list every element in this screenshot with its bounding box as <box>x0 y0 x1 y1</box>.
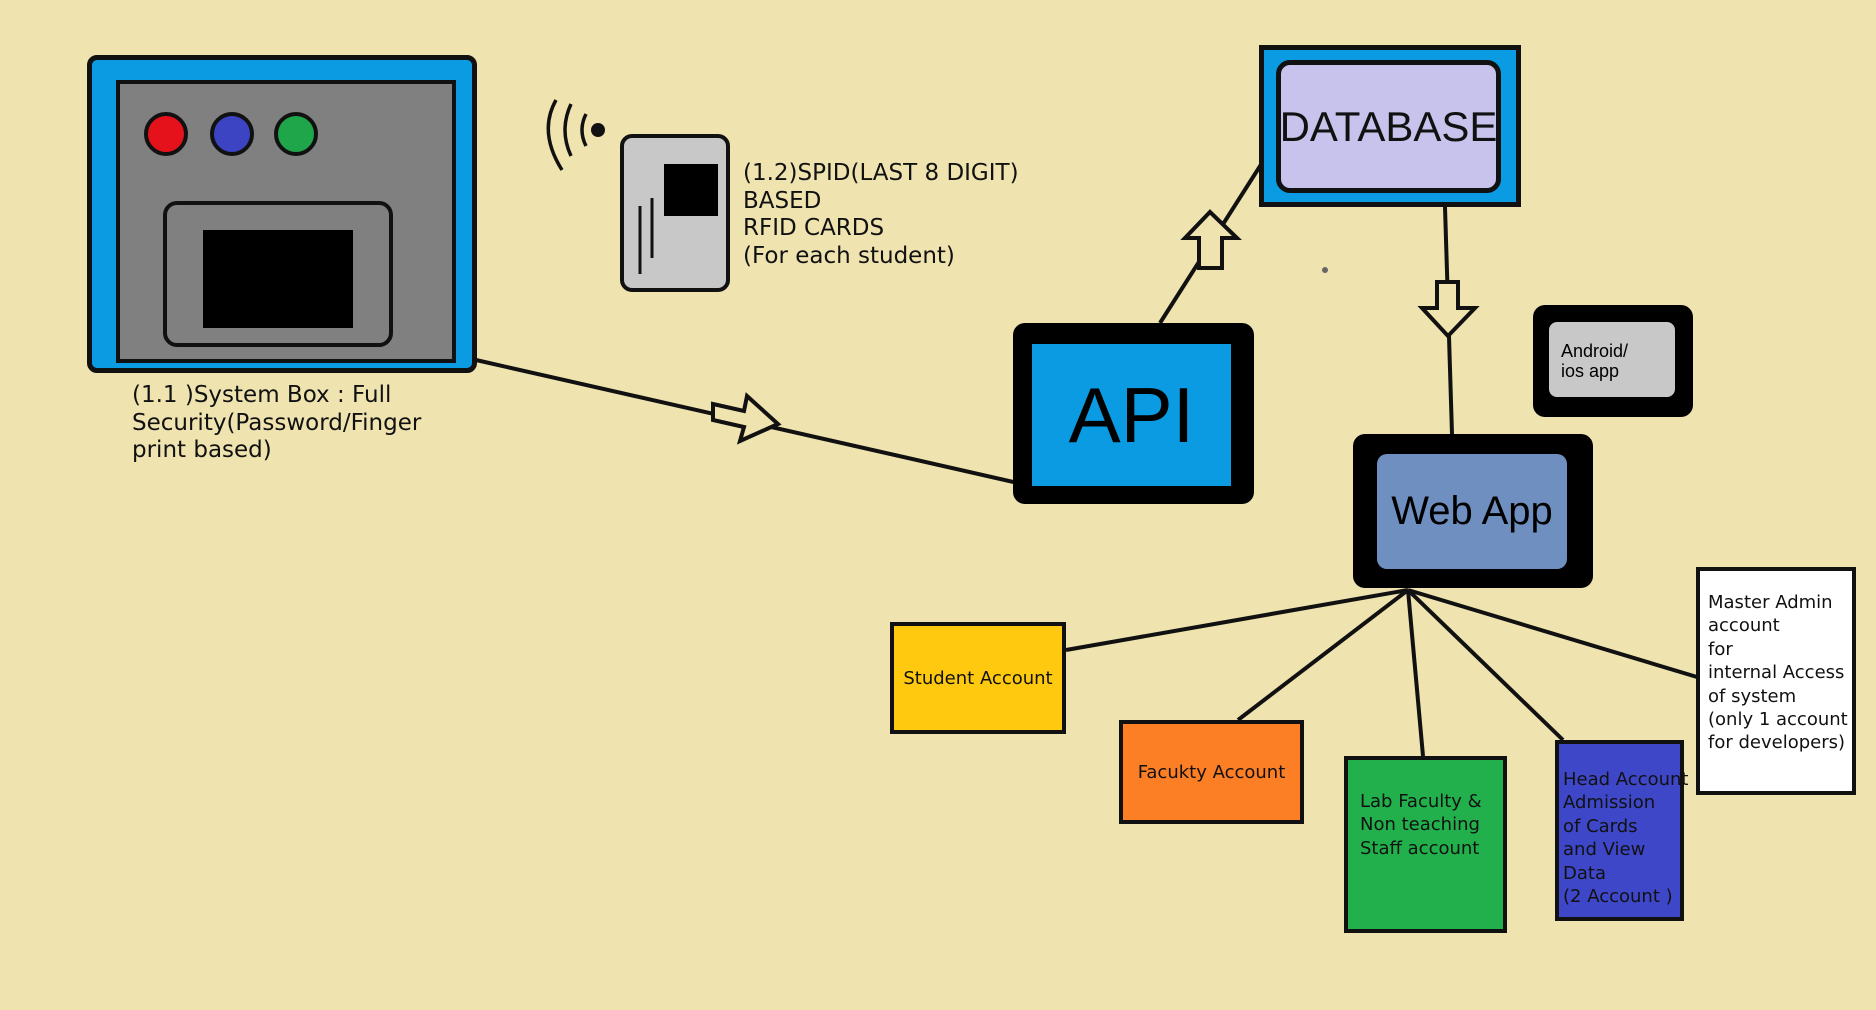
card-chip-icon <box>664 164 718 216</box>
rfid-card-label: (1.2)SPID(LAST 8 DIGIT) BASED RFID CARDS… <box>743 160 1019 269</box>
web-app-label: Web App <box>1377 454 1567 569</box>
faculty-account-node: Facukty Account <box>1119 720 1304 824</box>
head-label-line: and View <box>1563 839 1646 861</box>
connector-webapp-to-lab <box>1406 589 1425 757</box>
mobile-app-node: Android/ ios app <box>1533 305 1693 417</box>
system-box <box>87 55 477 373</box>
head-label-line: Admission <box>1563 792 1656 814</box>
connector-webapp-to-head <box>1406 588 1565 742</box>
head-account-node: Head Account Admission of Cards and View… <box>1555 740 1689 921</box>
head-label-line: Data <box>1563 862 1606 884</box>
lab-label-line: Non teaching <box>1360 814 1480 836</box>
master-admin-account-node: Master Admin account for internal Access… <box>1696 567 1856 795</box>
card-lines-icon <box>638 198 654 274</box>
system-box-panel <box>116 80 456 363</box>
connector-webapp-to-master <box>1407 588 1698 679</box>
master-label-line: (only 1 account <box>1708 708 1848 730</box>
student-account-node: Student Account <box>890 622 1066 734</box>
blue-button-icon <box>210 112 254 156</box>
api-node: API <box>1013 323 1254 504</box>
master-label-line: for developers) <box>1708 732 1846 754</box>
master-label-line: account <box>1708 615 1780 637</box>
arrow-right-icon <box>711 392 782 445</box>
lab-label-line: Lab Faculty & <box>1360 791 1482 812</box>
arrow-up-icon <box>1180 209 1242 270</box>
faculty-account-label: Facukty Account <box>1137 761 1286 783</box>
lab-staff-account-node: Lab Faculty & Non teaching Staff account <box>1344 756 1507 933</box>
connector-webapp-to-faculty <box>1236 588 1410 722</box>
student-account-label: Student Account <box>903 667 1053 689</box>
master-label-line: of system <box>1708 685 1797 707</box>
master-label-line: Master Admin <box>1708 592 1833 613</box>
database-label: DATABASE <box>1276 60 1501 193</box>
rfid-card <box>620 134 730 292</box>
arrow-down-icon <box>1417 280 1480 339</box>
red-button-icon <box>144 112 188 156</box>
system-box-screen <box>203 230 353 328</box>
mobile-app-label: Android/ ios app <box>1549 322 1675 397</box>
connector-webapp-to-student <box>1065 588 1409 652</box>
head-label-line: Head Account <box>1563 769 1689 790</box>
system-box-screen-frame <box>163 201 393 347</box>
head-label-line: of Cards <box>1563 815 1638 837</box>
system-box-label: (1.1 )System Box : Full Security(Passwor… <box>132 382 422 464</box>
master-label-line: for <box>1708 638 1733 660</box>
wireless-signal-icon <box>546 99 605 171</box>
head-label-line: (2 Account ) <box>1563 885 1673 907</box>
api-label: API <box>1032 344 1231 486</box>
lab-label-line: Staff account <box>1360 837 1480 859</box>
stray-dot <box>1322 267 1328 273</box>
master-label-line: internal Access <box>1708 662 1845 684</box>
green-button-icon <box>274 112 318 156</box>
web-app-node: Web App <box>1353 434 1593 588</box>
